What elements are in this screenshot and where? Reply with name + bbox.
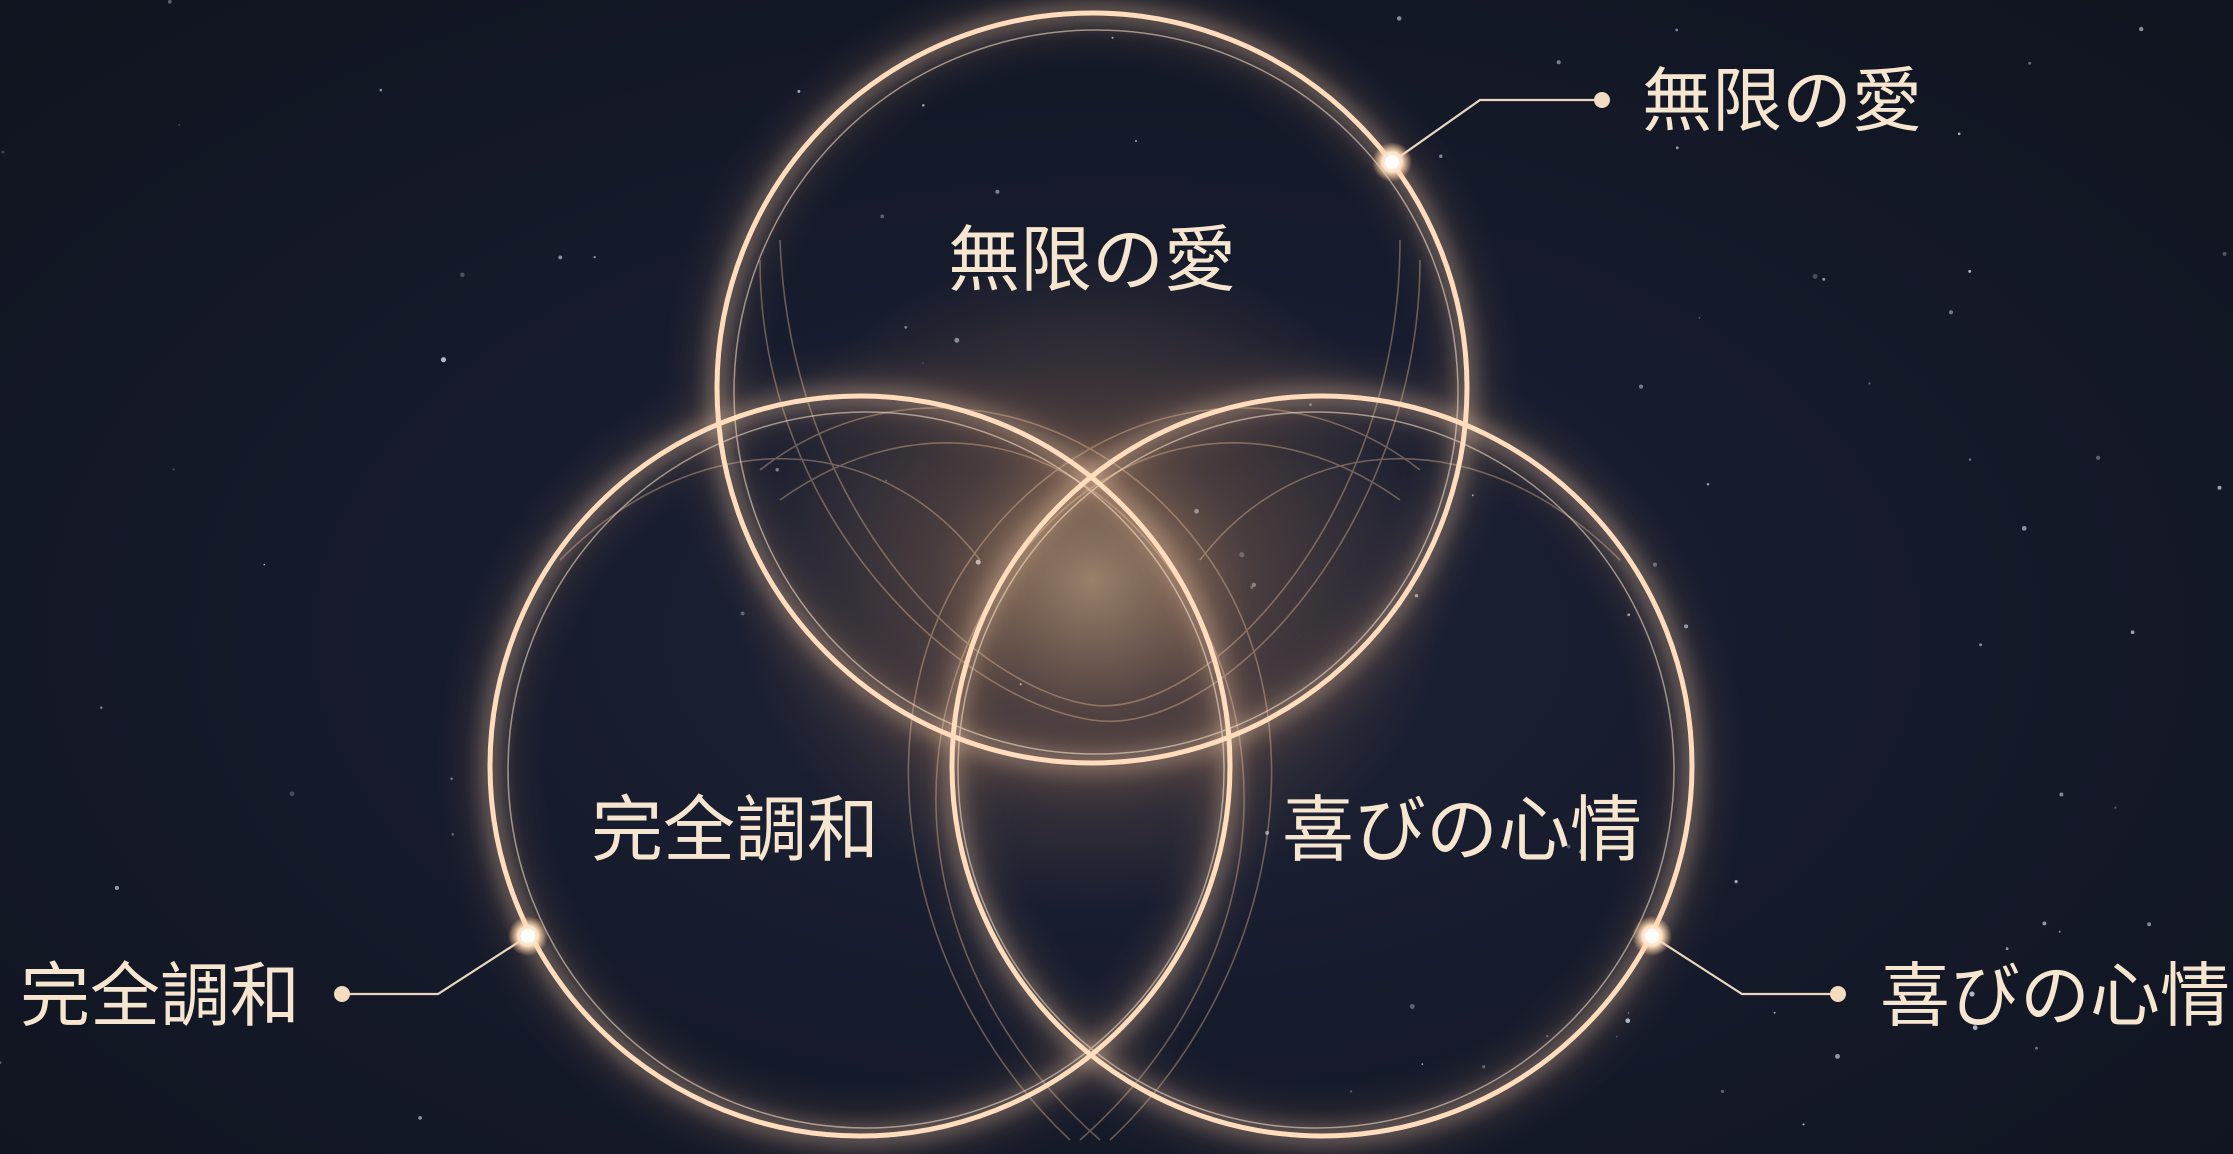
circle-right-label: 喜びの心情 <box>1282 788 1642 872</box>
circle-right <box>949 393 1695 1139</box>
star <box>114 885 119 890</box>
star <box>1566 844 1571 849</box>
star <box>797 89 801 93</box>
circle-top-label: 無限の愛 <box>948 218 1236 302</box>
star <box>178 123 181 126</box>
star <box>558 255 563 260</box>
star <box>440 357 447 363</box>
star <box>2096 455 2101 460</box>
star <box>1481 1064 1486 1069</box>
callout-end-dot-left <box>334 986 350 1002</box>
callout-label-top: 無限の愛 <box>1642 60 1922 142</box>
star <box>2139 26 2144 32</box>
star <box>593 255 596 259</box>
star <box>1968 269 1972 273</box>
star <box>289 791 295 797</box>
star <box>1706 482 1710 486</box>
callout-line-top <box>1391 98 1602 163</box>
star <box>1773 1011 1776 1014</box>
star <box>1969 991 1975 997</box>
star <box>0 1061 2 1064</box>
star <box>2114 806 2117 809</box>
star <box>995 189 1000 194</box>
callout-label-left: 完全調和 <box>20 955 300 1037</box>
star <box>1812 273 1818 279</box>
star <box>167 0 172 4</box>
star <box>2021 525 2027 531</box>
star <box>1627 1012 1630 1014</box>
star <box>1579 849 1585 855</box>
star <box>450 777 453 781</box>
star <box>100 706 103 709</box>
star <box>1421 1063 1424 1065</box>
callout-line-right <box>1651 935 1838 996</box>
callout-line-left <box>342 935 529 996</box>
star <box>418 1116 422 1120</box>
star <box>1822 277 1826 281</box>
star <box>1652 562 1658 567</box>
star <box>1349 1090 1353 1093</box>
star <box>1556 60 1561 65</box>
star <box>1684 624 1689 629</box>
star <box>922 104 925 107</box>
star <box>1 150 5 154</box>
star <box>2147 922 2152 927</box>
star <box>1675 28 1679 32</box>
star <box>1802 1123 1805 1126</box>
star <box>2217 485 2222 490</box>
circle-top <box>714 10 1470 766</box>
star <box>2058 930 2061 933</box>
star <box>1396 16 1402 21</box>
star <box>1134 139 1138 143</box>
callout-label-right: 喜びの心情 <box>1880 955 2230 1037</box>
star <box>2130 630 2135 635</box>
star <box>1979 643 1983 647</box>
circle-left <box>487 393 1233 1139</box>
star <box>2042 921 2047 926</box>
callout-anchor-dots <box>508 142 1672 956</box>
star <box>263 563 266 566</box>
star <box>1546 1034 1549 1038</box>
callout-end-dot-right <box>1830 986 1846 1002</box>
star <box>2035 1046 2038 1050</box>
star <box>1638 384 1644 389</box>
star <box>2059 792 2064 797</box>
star <box>2028 61 2032 65</box>
star <box>1868 382 1871 385</box>
star <box>1111 36 1114 39</box>
star <box>1968 458 1972 461</box>
star <box>1471 494 1474 497</box>
star <box>1720 1089 1725 1094</box>
star <box>1972 1025 1978 1031</box>
circle-left-label: 完全調和 <box>591 788 879 872</box>
star <box>451 832 455 836</box>
star <box>880 214 885 219</box>
star <box>1625 1018 1631 1024</box>
star <box>1835 1053 1840 1059</box>
star <box>2005 947 2009 951</box>
star <box>460 272 465 278</box>
star <box>1698 316 1701 319</box>
callout-end-dot-top <box>1594 92 1610 108</box>
star <box>1675 146 1679 150</box>
star <box>1409 1004 1415 1009</box>
star <box>1948 310 1954 315</box>
star <box>172 468 175 471</box>
star <box>2222 251 2227 256</box>
star <box>1439 154 1443 158</box>
star <box>1734 880 1738 884</box>
star <box>379 88 383 92</box>
star <box>1957 132 1961 136</box>
star <box>1615 1035 1618 1038</box>
star <box>1627 613 1631 617</box>
